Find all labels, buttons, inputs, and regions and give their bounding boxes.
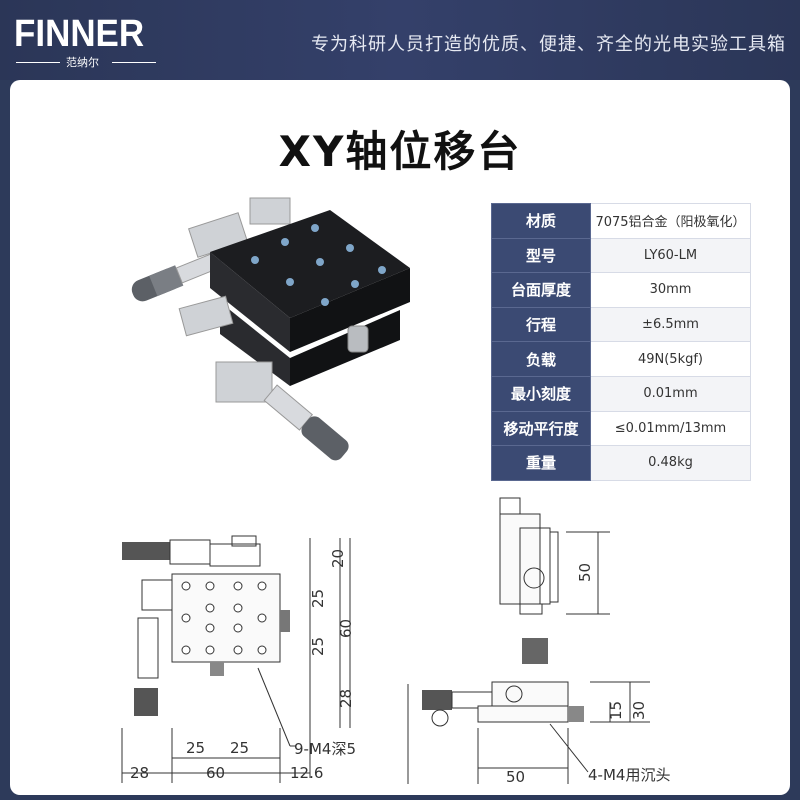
- spec-value: ±6.5mm: [590, 306, 751, 343]
- divider: [112, 62, 156, 63]
- product-title: XY轴位移台: [278, 127, 522, 176]
- top-view: [121, 535, 351, 783]
- table-row: 行程±6.5mm: [491, 306, 751, 343]
- spec-key: 台面厚度: [491, 272, 591, 308]
- dim-label: 20: [329, 549, 347, 568]
- header-banner: FINNER 范纳尔 专为科研人员打造的优质、便捷、齐全的光电实验工具箱: [0, 0, 800, 80]
- dim-label: 25: [309, 637, 327, 656]
- dim-label: 50: [506, 768, 525, 786]
- spec-key: 负载: [491, 341, 591, 377]
- spec-value: 30mm: [590, 272, 751, 308]
- brand-name: FINNER: [14, 13, 145, 55]
- front-note: 4-M4用沉头: [588, 766, 670, 784]
- spec-key: 行程: [491, 306, 591, 343]
- slogan: 专为科研人员打造的优质、便捷、齐全的光电实验工具箱: [311, 34, 786, 55]
- spec-value: 49N(5kgf): [590, 341, 751, 377]
- spec-value: LY60-LM: [590, 237, 751, 274]
- brand-subtitle-row: 范纳尔: [16, 56, 156, 69]
- side-view: [499, 497, 610, 664]
- spec-key: 移动平行度: [491, 410, 591, 447]
- spec-value: ≤0.01mm/13mm: [590, 410, 751, 447]
- dim-label: 25: [230, 739, 249, 757]
- dim-label: 25: [186, 739, 205, 757]
- hole-note: 9-M4深5: [294, 740, 356, 758]
- dim-label: 50: [576, 563, 594, 582]
- table-row: 移动平行度≤0.01mm/13mm: [491, 410, 751, 447]
- front-view: [407, 681, 650, 784]
- brand-logo: FINNER 范纳尔: [14, 13, 164, 69]
- spec-value: 0.01mm: [590, 375, 751, 412]
- dim-label: 28: [130, 764, 149, 782]
- dim-label: 60: [206, 764, 225, 782]
- dim-label: 60: [337, 619, 355, 638]
- spec-key: 重量: [491, 445, 591, 481]
- dim-label: 25: [309, 589, 327, 608]
- spec-value: 0.48kg: [590, 445, 751, 481]
- technical-drawing: 20 25 60 25 28 25 25 28 60 12.6 9-M4深5 5…: [121, 497, 670, 786]
- spec-key: 最小刻度: [491, 375, 591, 412]
- brand-subtitle: 范纳尔: [66, 56, 99, 69]
- product-photo: [131, 197, 410, 461]
- dim-label: 28: [337, 689, 355, 708]
- dim-label: 12.6: [290, 764, 323, 782]
- dim-label: 30: [630, 701, 648, 720]
- spec-key: 材质: [491, 203, 591, 239]
- spec-key: 型号: [491, 237, 591, 274]
- spec-value: 7075铝合金（阳极氧化）: [590, 203, 751, 239]
- dim-label: 15: [607, 701, 625, 720]
- divider: [16, 62, 60, 63]
